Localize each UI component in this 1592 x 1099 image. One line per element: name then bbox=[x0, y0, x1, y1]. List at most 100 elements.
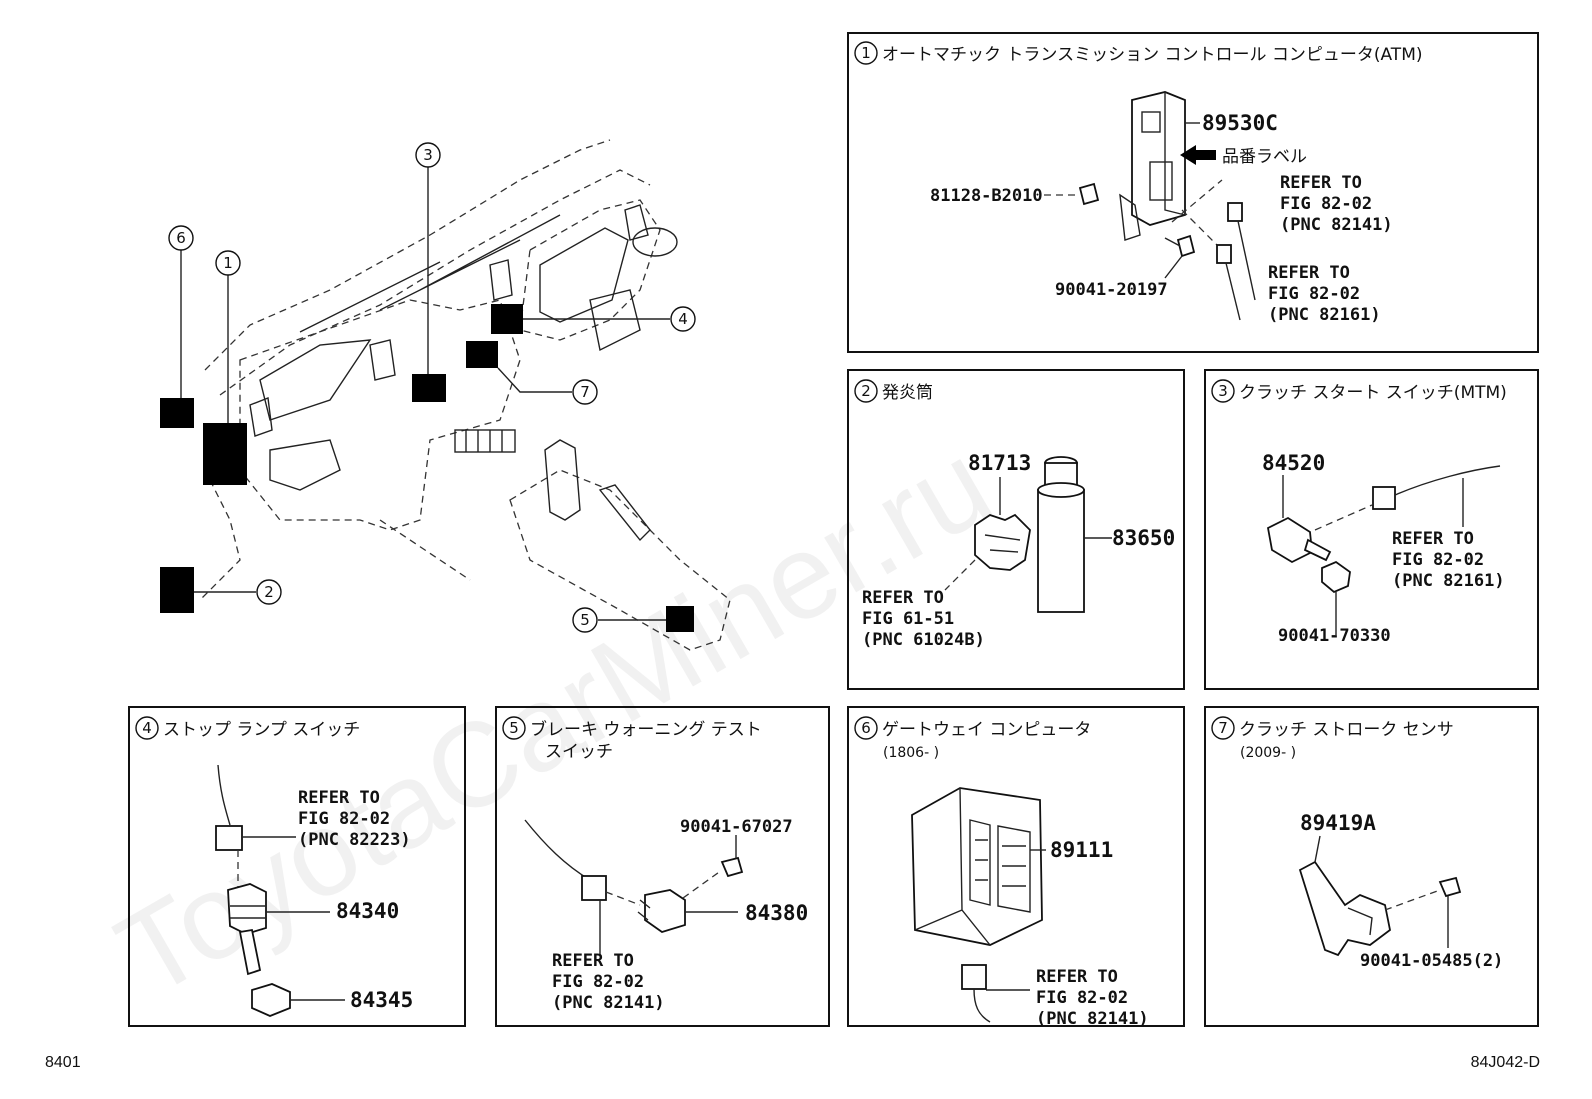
stroke-sensor-dash bbox=[1384, 889, 1441, 911]
svg-text:2: 2 bbox=[264, 583, 274, 601]
atm-connector-dashes bbox=[1171, 179, 1223, 251]
ref-3-line2: FIG 82-02 bbox=[1392, 550, 1484, 570]
part-90041-70330: 90041-70330 bbox=[1278, 626, 1391, 646]
panel-5-title-line2: スイッチ bbox=[545, 742, 613, 762]
part-89530c: 89530C bbox=[1202, 111, 1278, 135]
parking-brake bbox=[598, 484, 651, 542]
callout-6: 6 bbox=[168, 225, 194, 251]
dash-outline-top bbox=[204, 139, 611, 371]
switch-panel bbox=[454, 429, 516, 453]
callout-1: 1 bbox=[215, 250, 241, 276]
clutch-switch-plunger bbox=[1303, 538, 1332, 562]
panel-5-brake-warning-test-switch: 5 ブレーキ ウォーニング テスト スイッチ 90041-67027 84380… bbox=[495, 706, 830, 1027]
center-console bbox=[509, 469, 731, 651]
panel-3-frame bbox=[1204, 369, 1539, 690]
panel-4-number-circle bbox=[135, 716, 159, 740]
dash-outline-top-inner bbox=[219, 169, 651, 396]
stroke-sensor-detail bbox=[1347, 907, 1373, 936]
ref-6-line2: FIG 82-02 bbox=[1036, 988, 1128, 1008]
footer-illustration-code: 84J042-D bbox=[1471, 1054, 1540, 1071]
panel-7-subtitle: (2009- ) bbox=[1240, 745, 1296, 761]
leader-90041-20197 bbox=[1164, 255, 1183, 279]
atm-wire-1 bbox=[1237, 220, 1256, 301]
ref-1b-line1: REFER TO bbox=[1268, 263, 1350, 283]
ref-4-line2: FIG 82-02 bbox=[298, 809, 390, 829]
atm-ecu-connector-top bbox=[1141, 111, 1161, 133]
callout-4: 4 bbox=[670, 306, 696, 332]
ref-6-line3: (PNC 82141) bbox=[1036, 1009, 1149, 1029]
panel-4-title: ストップ ランプ スイッチ bbox=[163, 720, 360, 740]
ref-5-line1: REFER TO bbox=[552, 951, 634, 971]
atm-ecu-bracket bbox=[1119, 193, 1141, 241]
ref-5-line2: FIG 82-02 bbox=[552, 972, 644, 992]
stop-switch-rings bbox=[230, 905, 266, 919]
clutch-switch-connector bbox=[1372, 486, 1396, 510]
panel-4-number: 4 bbox=[142, 719, 152, 737]
panel-5-number: 5 bbox=[509, 719, 519, 737]
panel-1-number: 1 bbox=[861, 44, 871, 62]
screw-90041-67027 bbox=[720, 856, 744, 878]
panel-1-title: オートマチック トランスミッション コントロール コンピュータ(ATM) bbox=[882, 45, 1423, 65]
panel-2-title: 発炎筒 bbox=[882, 383, 933, 403]
svg-text:6: 6 bbox=[176, 229, 186, 247]
atm-ecu-edge bbox=[1164, 92, 1186, 216]
pedal-bracket bbox=[589, 289, 641, 352]
marker-2 bbox=[160, 567, 194, 613]
ref-1a-line2: FIG 82-02 bbox=[1280, 194, 1372, 214]
ref-2-line2: FIG 61-51 bbox=[862, 609, 954, 629]
stop-switch-body bbox=[227, 883, 267, 935]
panel-4-stop-lamp-switch: 4 ストップ ランプ スイッチ REFER TO FIG 82-02 (PNC … bbox=[128, 706, 466, 1027]
ref-3-line3: (PNC 82161) bbox=[1392, 571, 1505, 591]
brake-switch-tabs bbox=[637, 899, 651, 921]
ref-4-line3: (PNC 82223) bbox=[298, 830, 411, 850]
callout-3: 3 bbox=[415, 142, 441, 168]
marker-7 bbox=[466, 341, 498, 368]
panel-6-number: 6 bbox=[861, 719, 871, 737]
panel-3-title: クラッチ スタート スイッチ(MTM) bbox=[1239, 383, 1507, 403]
atm-wire-2 bbox=[1225, 262, 1241, 321]
ref-1a-line1: REFER TO bbox=[1280, 173, 1362, 193]
svg-text:4: 4 bbox=[678, 310, 688, 328]
panel-1-atm-computer: 1 オートマチック トランスミッション コントロール コンピュータ(ATM) 8… bbox=[847, 32, 1539, 353]
dash-defroster-lines bbox=[299, 214, 561, 333]
part-84520: 84520 bbox=[1262, 451, 1325, 475]
panel-4-frame bbox=[128, 706, 466, 1027]
panel-6-frame bbox=[847, 706, 1185, 1027]
marker-4 bbox=[491, 304, 523, 334]
panel-2-number-circle bbox=[854, 379, 878, 403]
clip-81128 bbox=[1078, 182, 1100, 206]
footer-figure-number: 8401 bbox=[45, 1054, 81, 1071]
ref-1b-line3: (PNC 82161) bbox=[1268, 305, 1381, 325]
panel-6-gateway-computer: 6 ゲートウェイ コンピュータ (1806- ) 89111 REFER TO … bbox=[847, 706, 1185, 1029]
bolt-shank bbox=[1164, 237, 1181, 247]
panel-5-frame bbox=[495, 706, 830, 1027]
brake-switch-wire bbox=[524, 819, 591, 881]
clutch-switch-body bbox=[1266, 516, 1313, 564]
stop-switch-nut bbox=[251, 983, 291, 1017]
glovebox-upper bbox=[259, 339, 372, 421]
callout-2: 2 bbox=[256, 579, 282, 605]
atm-wire-connector-2 bbox=[1216, 244, 1232, 264]
bolt-90041-05485 bbox=[1438, 876, 1462, 898]
atm-wire-connector-1 bbox=[1227, 202, 1243, 222]
brake-switch-dash bbox=[605, 891, 641, 906]
marker-3 bbox=[412, 374, 446, 402]
panel-6-number-circle bbox=[854, 716, 878, 740]
clutch-switch-wire bbox=[1394, 465, 1501, 496]
panel-5-number-circle bbox=[502, 716, 526, 740]
gateway-ecu-connector-1 bbox=[969, 819, 991, 906]
bolt-90041-20197 bbox=[1176, 234, 1196, 258]
clutch-switch-dash bbox=[1314, 504, 1373, 531]
part-84340: 84340 bbox=[336, 899, 399, 923]
svg-text:7: 7 bbox=[580, 383, 590, 401]
panel-6-title: ゲートウェイ コンピュータ bbox=[882, 720, 1091, 740]
part-90041-20197: 90041-20197 bbox=[1055, 280, 1168, 300]
ref-1a-line3: (PNC 82141) bbox=[1280, 215, 1393, 235]
gateway-ecu-edges bbox=[914, 787, 991, 946]
svg-text:1: 1 bbox=[223, 254, 233, 272]
gateway-wire bbox=[973, 988, 991, 1023]
part-84345: 84345 bbox=[350, 988, 413, 1012]
panel-2-frame bbox=[847, 369, 1185, 690]
panel-7-number: 7 bbox=[1218, 719, 1228, 737]
